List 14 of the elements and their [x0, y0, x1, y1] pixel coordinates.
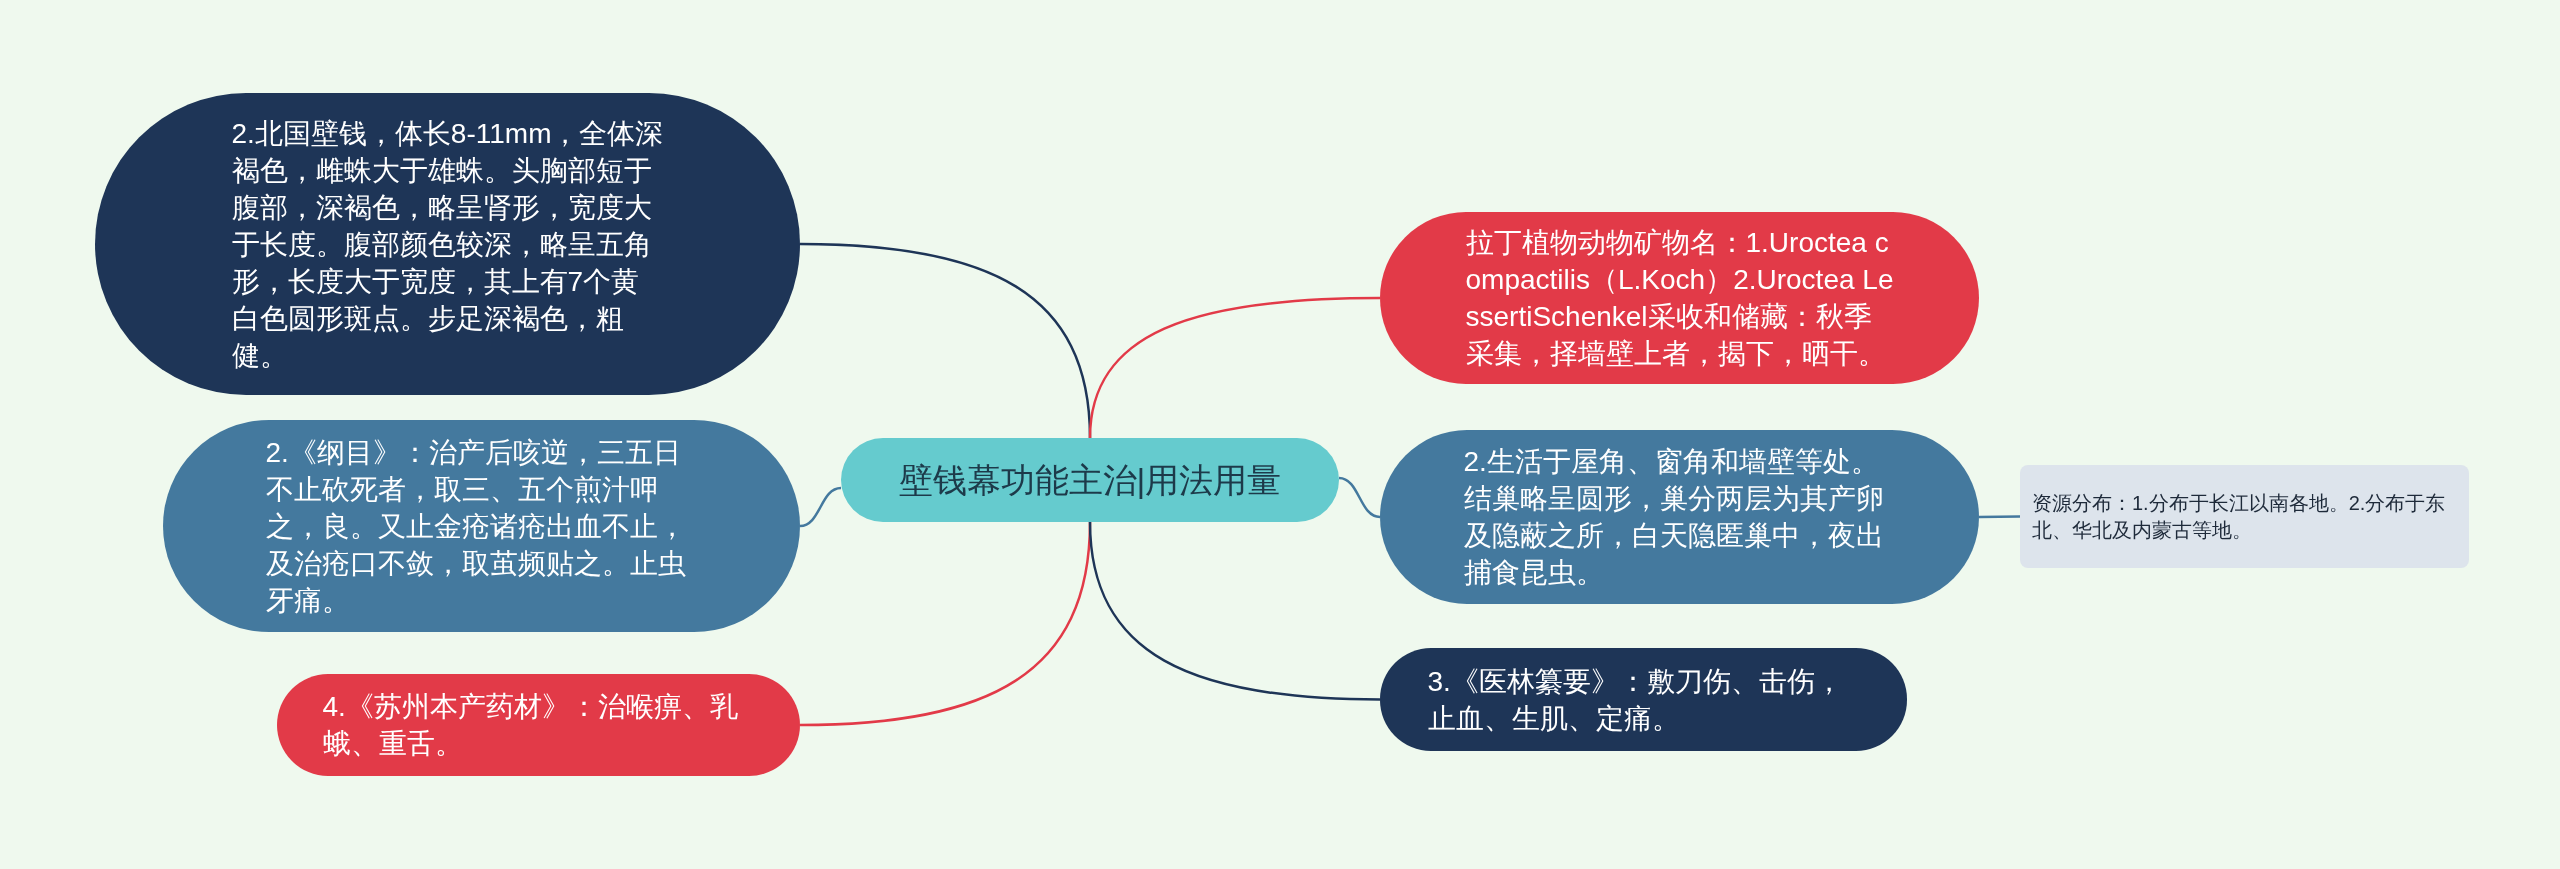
connector-line	[1338, 476, 1381, 519]
connector-line	[799, 486, 842, 528]
topic-text: 2.生活于屋角、窗角和墙壁等处。结巢略呈圆形，巢分两层为其产卵及隐蔽之所，白天隐匿巢中，夜出捕食昆虫。	[1463, 445, 1885, 590]
note-text: 资源分布：1.分布于长江以南各地。2.分布于东北、华北及内蒙古等地。	[2032, 490, 2447, 543]
topic-text: 拉丁植物动物矿物名：1.Uroctea compactilis（L.Koch）2.Uroctea LessertiSchenkel采收和储藏：秋季采集，择墙壁上者，揭下，晒干。	[1465, 226, 1894, 371]
topic-text: 3.《医林纂要》：敷刀伤、击伤，止血、生肌、定痛。	[1427, 664, 1844, 736]
note-box	[2020, 465, 2469, 568]
central-topic-text: 壁钱幕功能主治|用法用量	[897, 460, 1283, 501]
topic-text: 4.《苏州本产药材》：治喉痹、乳蛾、重舌。	[322, 690, 739, 761]
topic-text: 2.北国壁钱，体长8-11mm，全体深褐色，雌蛛大于雄蛛。头胸部短于腹部，深褐色，略呈肾形，宽度大于长度。腹部颜色较深，略呈五角形，长度大于宽度，其上有7个黄白色圆形斑点。步足深褐色，粗健。	[231, 116, 664, 373]
connector-line	[1088, 296, 1380, 439]
connector-line	[1979, 515, 2020, 519]
connector-line	[1088, 521, 1381, 701]
topic-text: 2.《纲目》：治产后咳逆，三五日不止砍死者，取三、五个煎汁呷之，良。又止金疮诸疮出血不止，及治疮口不敛，取茧频贴之。止虫牙痛。	[265, 435, 687, 618]
